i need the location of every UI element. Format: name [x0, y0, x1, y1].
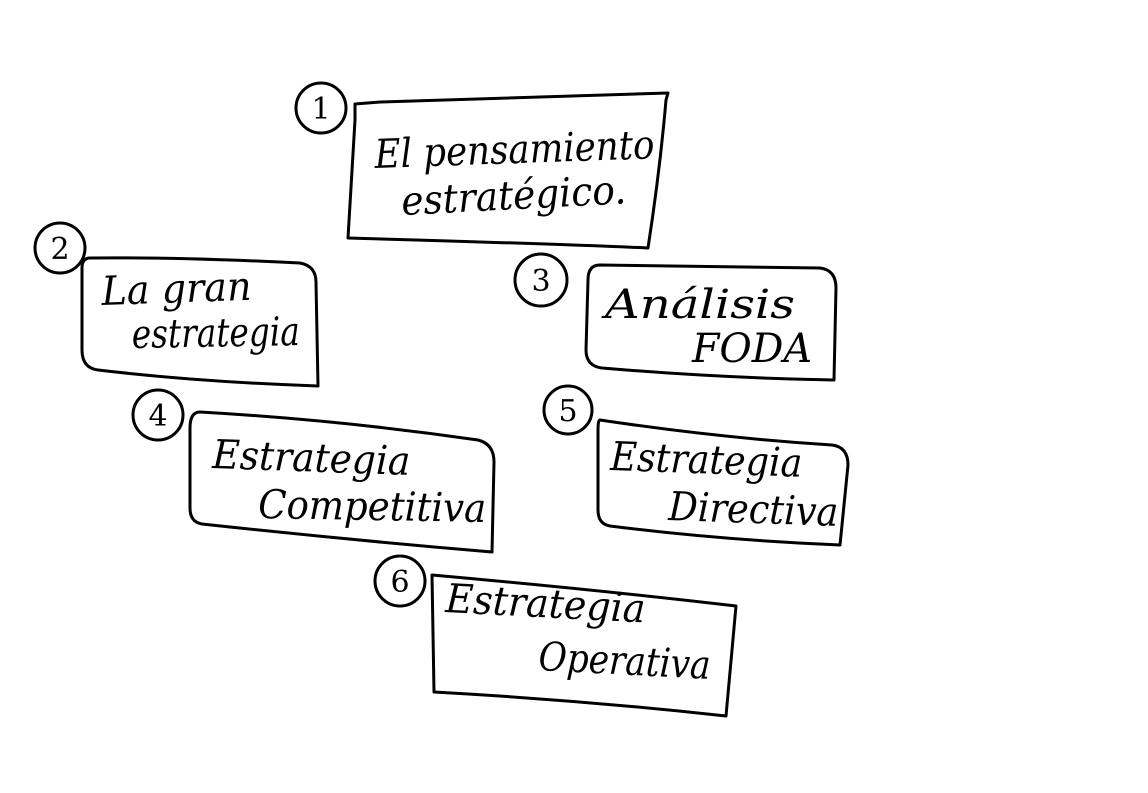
node-3-box	[584, 263, 838, 382]
node-6-badge	[373, 554, 427, 608]
node-3	[513, 252, 838, 382]
node-5-number: 5	[558, 394, 577, 429]
node-3-number: 3	[531, 264, 550, 299]
node-6-line-2: Operativa	[537, 634, 711, 689]
node-5-line-1: Estrategia	[609, 434, 803, 487]
node-4-line-2: Competitiva	[258, 482, 487, 532]
node-2-box	[80, 256, 320, 388]
node-1	[294, 81, 670, 250]
node-2-badge	[33, 221, 87, 275]
node-3-line-2: FODA	[691, 326, 812, 372]
node-3-line-1: Análisis	[600, 282, 795, 328]
node-2	[33, 221, 320, 388]
node-1-box	[346, 91, 670, 250]
node-2-line-2: estrategia	[131, 309, 300, 358]
node-4-number: 4	[148, 399, 167, 434]
node-2-number: 2	[50, 232, 69, 267]
node-3-badge	[513, 252, 569, 308]
node-2-line-1: La gran	[100, 264, 252, 315]
node-4-badge	[131, 388, 185, 442]
node-6-box	[430, 573, 738, 718]
node-6-line-1: Estrategia	[444, 576, 647, 632]
node-1-number: 1	[311, 92, 330, 127]
node-5-line-2: Directiva	[667, 484, 839, 536]
node-4-line-1: Estrategia	[211, 432, 411, 485]
node-4	[131, 388, 496, 554]
node-6	[373, 554, 738, 718]
node-6-number: 6	[390, 565, 409, 600]
node-5	[542, 384, 850, 547]
node-1-line-1: El pensamiento	[373, 122, 655, 178]
node-5-badge	[542, 384, 594, 436]
node-1-badge	[294, 81, 348, 135]
node-5-box	[596, 418, 850, 547]
node-4-box	[188, 410, 496, 554]
